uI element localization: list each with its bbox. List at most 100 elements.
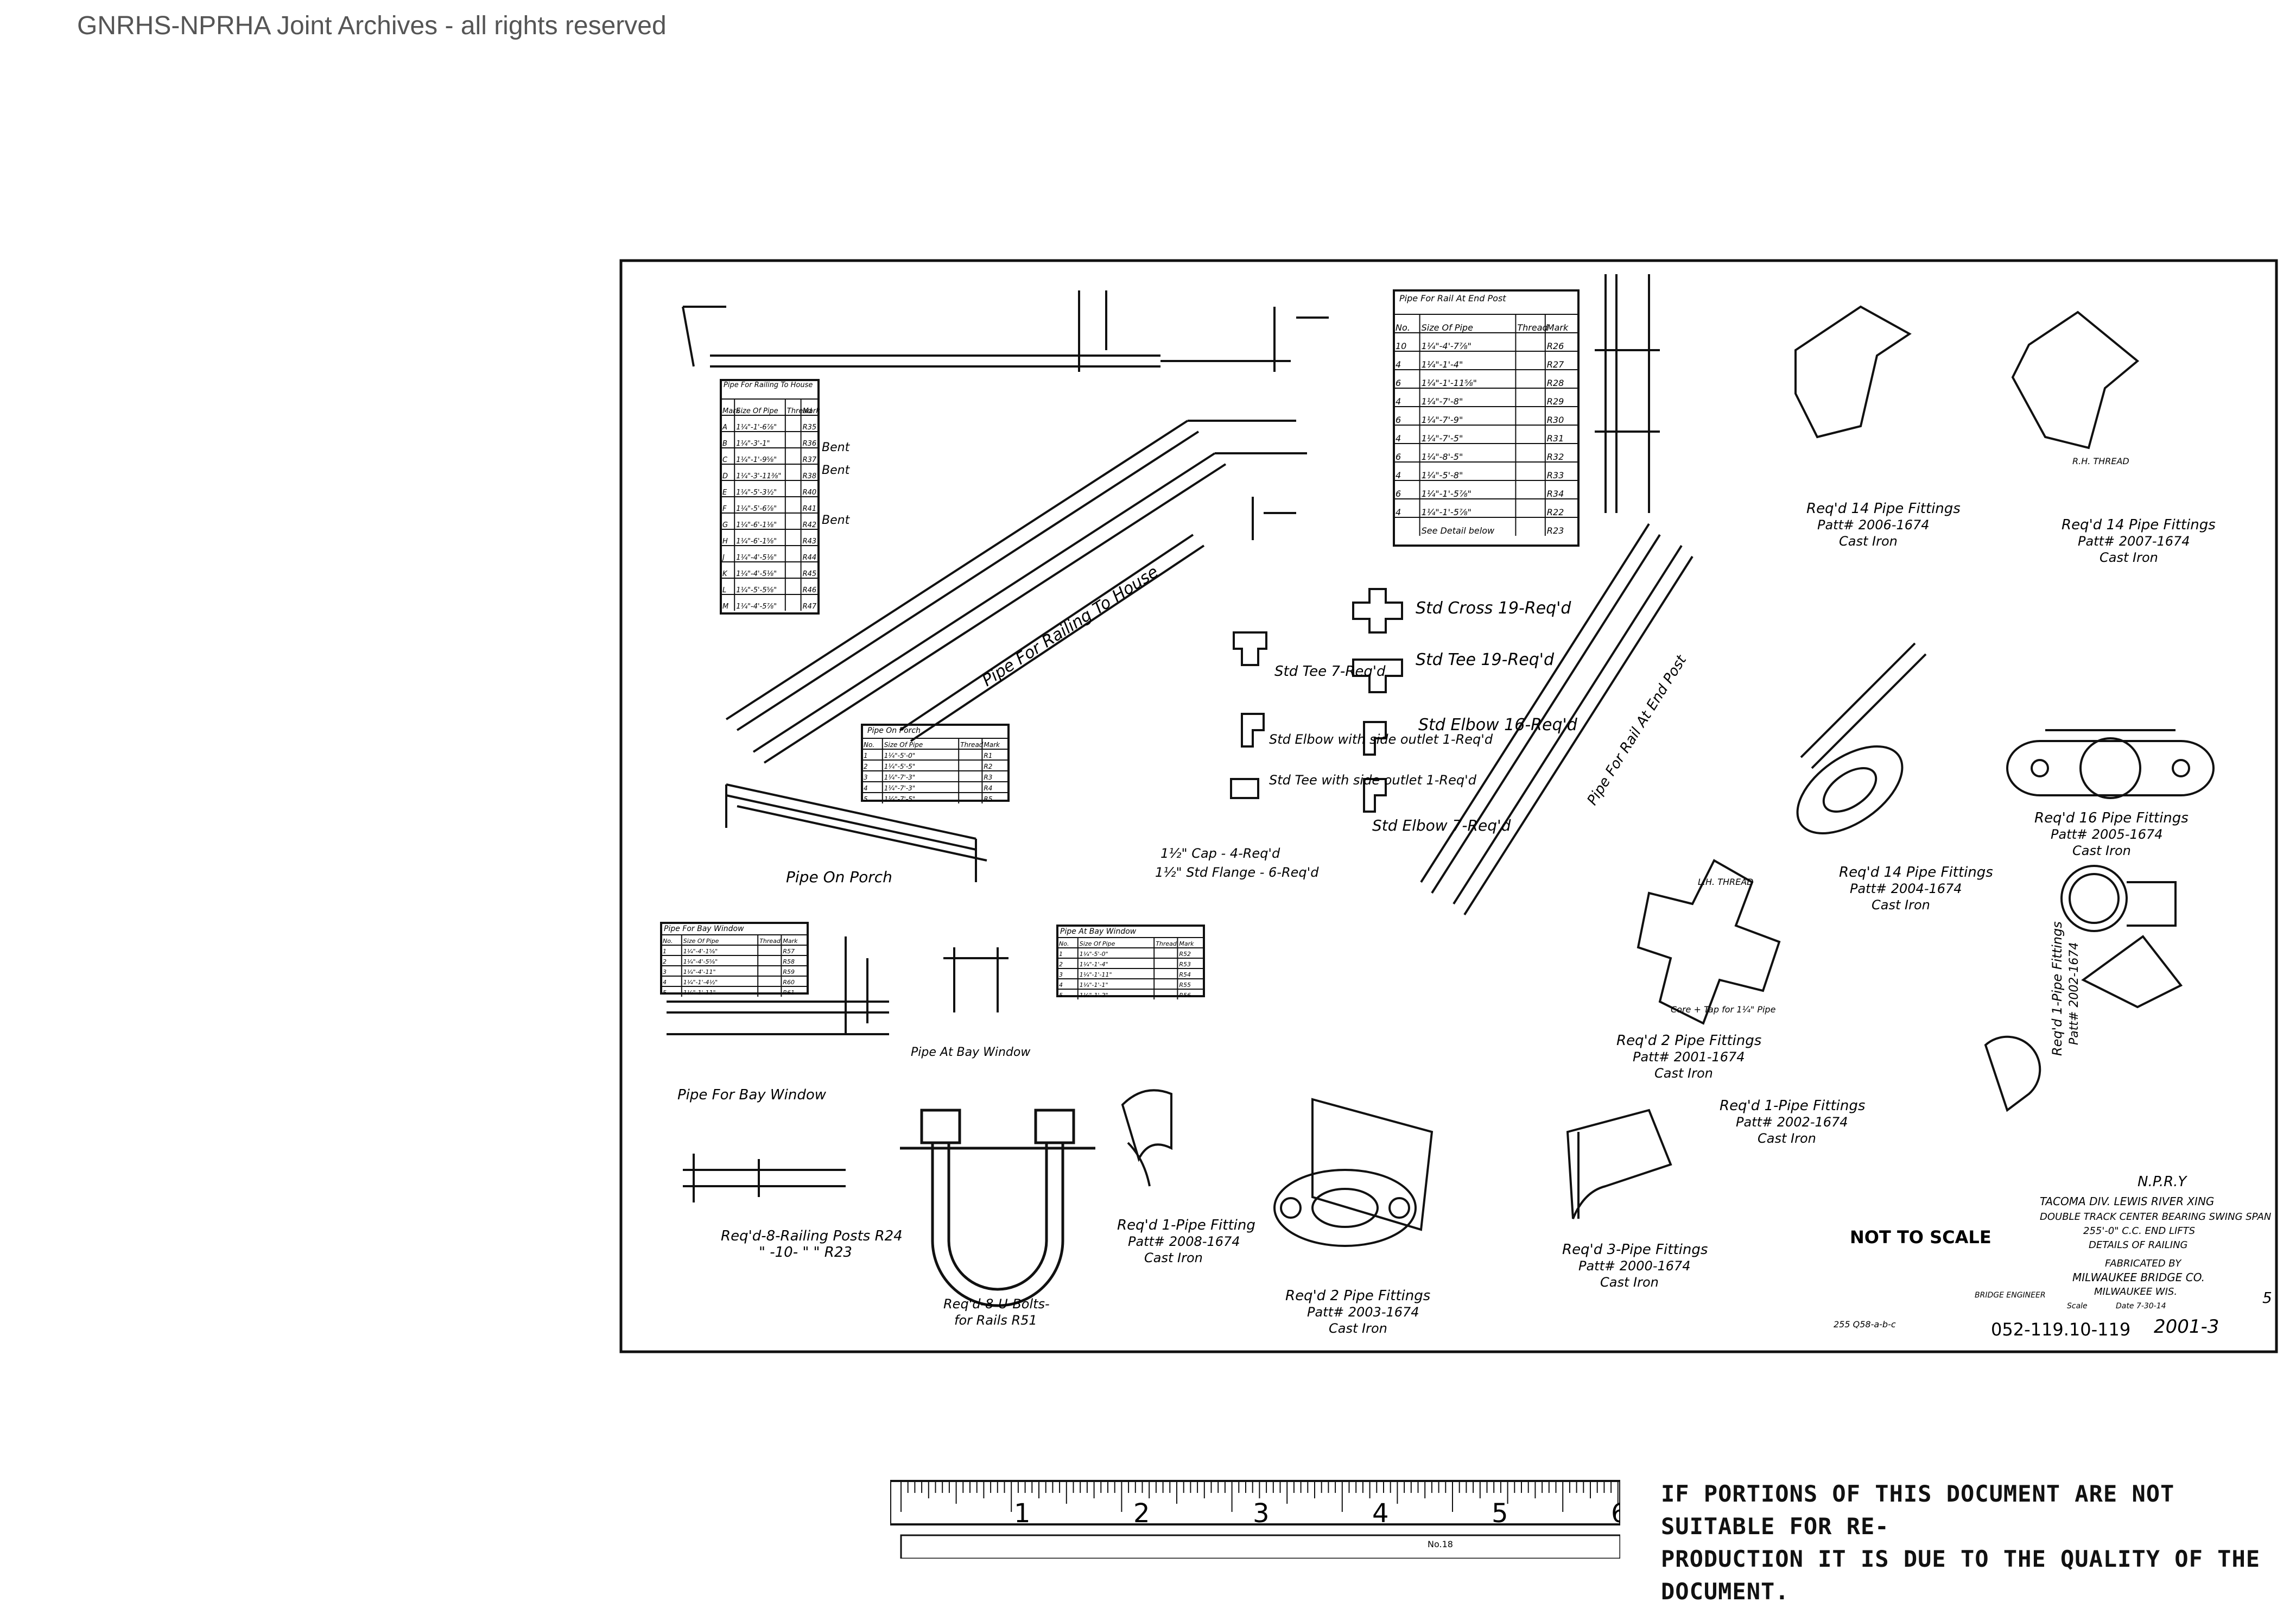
table-cell: 6 [1396, 489, 1401, 499]
title-line-4: DETAILS OF RAILING [2089, 1239, 2188, 1251]
bent-note-3: Bent [822, 514, 851, 527]
table-cell: 1¼"-8'-5" [1422, 452, 1463, 462]
table-cell: 1¼"-3'-1" [736, 440, 770, 448]
table-cell: B [722, 440, 727, 448]
title-fab: FABRICATED BY [2105, 1258, 2182, 1269]
label-std-tee-small: Std Tee 7-Req'd [1274, 663, 1386, 680]
table-cell: 10 [1396, 341, 1406, 351]
label-std-elbow: Std Elbow 16-Req'd [1418, 716, 1578, 735]
table-cell: R34 [1547, 489, 1564, 499]
table-cell: 1¼"-1'-5⅞" [1422, 507, 1472, 517]
table-cell: R46 [803, 586, 817, 594]
table-cell: R5 [984, 795, 992, 803]
table-cell: R2 [984, 763, 992, 770]
table-cell: 4 [1059, 982, 1063, 989]
title-date: Date 7-30-14 [2116, 1302, 2166, 1311]
table-cell: R37 [803, 456, 817, 464]
fitting-8-title: Req'd 14 Pipe Fittings [1839, 864, 1993, 881]
ruler-maker-note: No.18 [1428, 1539, 1453, 1549]
table-cell: R54 [1179, 971, 1191, 978]
table-cell: A [722, 423, 727, 432]
label-pipe-bay-window: Pipe For Bay Window [677, 1087, 827, 1103]
table-cell: 1¼"-7'-8" [1422, 396, 1463, 407]
table-cell: 1¼"-4'-5⅛" [736, 570, 777, 578]
table-cell: 1¼"-5'-0" [1080, 951, 1108, 958]
fitting-2-mat: Cast Iron [1329, 1321, 1387, 1336]
table-cell: 4 [1396, 359, 1401, 370]
railing-posts-drawing [683, 1154, 846, 1202]
table-cell: 6 [1396, 415, 1401, 425]
table-cell: R30 [1547, 415, 1564, 425]
fitting-5-title: Req'd 1-Pipe Fittings [1720, 1098, 1865, 1114]
label-std-tee: Std Tee 19-Req'd [1416, 650, 1555, 669]
table-cell: 1¼"-1'-4½" [683, 979, 718, 986]
table-header-cell: No. [663, 938, 673, 945]
table-end-post-title: Pipe For Rail At End Post [1399, 293, 1506, 303]
title-railway: N.P.R.Y [2138, 1174, 2187, 1190]
quality-note-line-1: IF PORTIONS OF THIS DOCUMENT ARE NOT SUI… [1661, 1480, 2175, 1540]
fitting-9-drawing [2006, 729, 2215, 799]
fitting-4-mat: Cast Iron [1654, 1066, 1713, 1081]
table-cell: R52 [1179, 951, 1191, 958]
table-cell: R60 [783, 979, 795, 986]
title-doc-num: 052-119.10-119 [1991, 1319, 2130, 1340]
title-drawing-num: 2001-3 [2154, 1316, 2219, 1338]
table-cell: 1¼"-6'-1⅛" [736, 521, 777, 529]
table-header-cell: No. [864, 741, 874, 749]
title-city: MILWAUKEE WIS. [2094, 1286, 2177, 1297]
table-cell: H [722, 537, 728, 546]
table-cell: R23 [1547, 526, 1564, 536]
label-std-tee-outlet: Std Tee with side outlet 1-Req'd [1269, 773, 1477, 788]
fitting-7-drawing [2011, 311, 2140, 450]
table-cell: 4 [1396, 396, 1401, 407]
label-railing-posts-2: " -10- " " R23 [759, 1244, 852, 1261]
table-cell: 3 [864, 774, 868, 781]
table-cell: 1¼"-1'-9⅝" [736, 456, 777, 464]
fitting-10-drawing [1984, 865, 2183, 1112]
table-porch-title: Pipe On Porch [867, 726, 921, 735]
ruler-number: 2 [1133, 1498, 1150, 1529]
table-cell: 1 [864, 752, 868, 759]
table-cell: R47 [803, 603, 817, 611]
table-cell: 4 [1396, 470, 1401, 480]
title-company: MILWAUKEE BRIDGE CO. [2072, 1271, 2205, 1284]
table-cell: 3 [663, 968, 667, 976]
fitting-2-patt: Patt# 2003-1674 [1307, 1305, 1419, 1320]
ruler-number: 5 [1492, 1498, 1508, 1529]
table-cell: 1¼"-4'-5⅝" [683, 958, 718, 965]
table-railing-house-title: Pipe For Railing To House [724, 381, 813, 389]
fitting-1-mat: Cast Iron [1144, 1250, 1203, 1265]
table-cell: R56 [1179, 992, 1191, 999]
table-cell: R57 [783, 948, 795, 955]
table-cell: 4 [1396, 433, 1401, 444]
fitting-5-patt: Patt# 2002-1674 [1736, 1115, 1848, 1130]
lh-thread-note: L.H. THREAD [1698, 877, 1754, 887]
table-cell: 1¼"-1'-4" [1422, 359, 1463, 370]
table-cell: R35 [803, 423, 817, 432]
ruler-ticks [900, 1482, 1619, 1512]
railing-house-drawing [682, 290, 1329, 764]
table-cell: 1 [663, 948, 667, 955]
table-cell: R3 [984, 774, 992, 781]
fitting-2-title: Req'd 2 Pipe Fittings [1285, 1288, 1430, 1304]
table-cell: 6 [1396, 378, 1401, 388]
title-line-2: DOUBLE TRACK CENTER BEARING SWING SPAN [2040, 1211, 2271, 1223]
table-cell: 4 [864, 784, 868, 792]
title-scale: Scale [2067, 1302, 2088, 1311]
bent-note-2: Bent [822, 464, 851, 477]
fitting-1-title: Req'd 1-Pipe Fitting [1117, 1217, 1255, 1233]
archive-notice: GNRHS-NPRHA Joint Archives - all rights … [77, 11, 667, 40]
table-cell: 1¼"-1'-2" [1080, 992, 1108, 999]
table-header-cell: Mark [783, 938, 798, 945]
table-cell: 1¼"-5'-5" [884, 763, 916, 770]
label-std-elbow-outlet: Std Elbow with side outlet 1-Req'd [1269, 732, 1493, 747]
fitting-8-patt: Patt# 2004-1674 [1850, 881, 1962, 896]
table-header-cell: Mark [984, 741, 1000, 749]
table-header-cell: Mark [722, 407, 740, 415]
table-cell: 1¼"-7'-3" [884, 784, 916, 792]
